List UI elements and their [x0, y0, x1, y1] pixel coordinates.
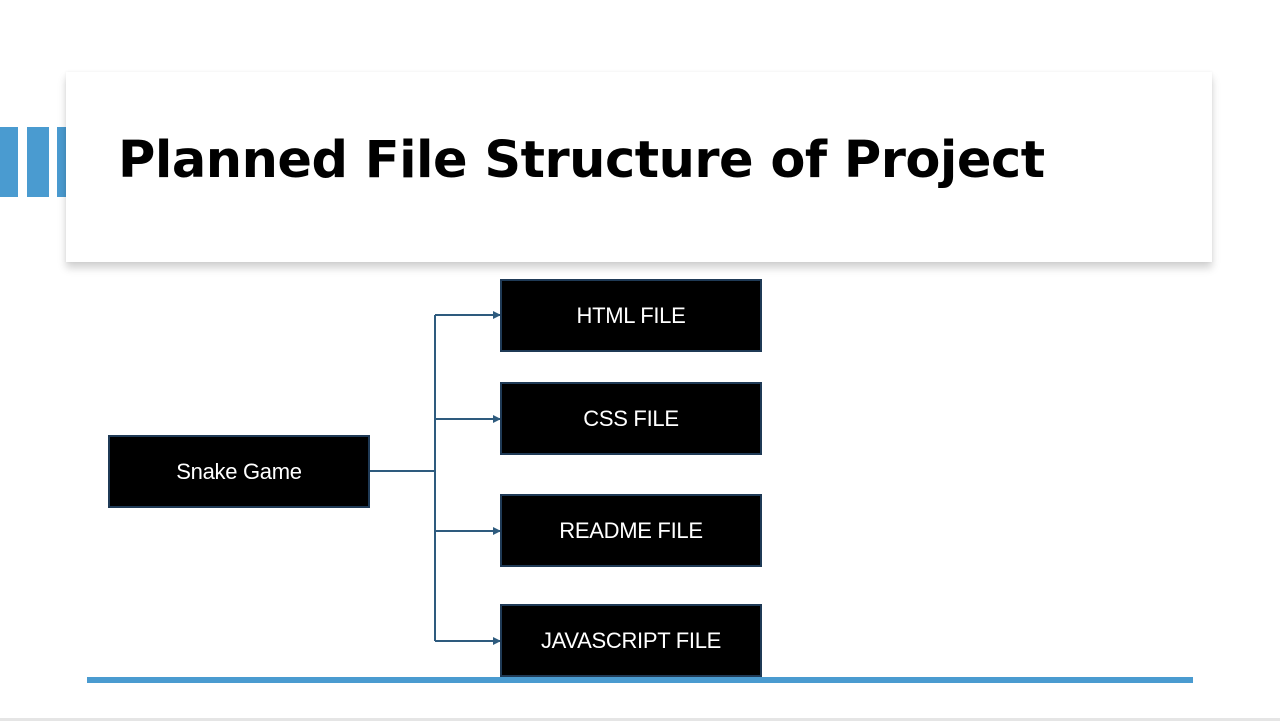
- title-card: [66, 72, 1212, 262]
- accent-bar-3: [57, 127, 66, 197]
- child-node-html-file: HTML FILE: [500, 279, 762, 352]
- bottom-accent-line: [87, 677, 1193, 683]
- frame-edge: [0, 718, 1280, 721]
- child-node-css-file: CSS FILE: [500, 382, 762, 455]
- root-node-snake-game: Snake Game: [108, 435, 370, 508]
- accent-bar-2: [27, 127, 49, 197]
- child-node-javascript-file: JAVASCRIPT FILE: [500, 604, 762, 677]
- slide-title: Planned File Structure of Project: [118, 131, 1045, 190]
- accent-bar-1: [0, 127, 18, 197]
- child-node-readme-file: README FILE: [500, 494, 762, 567]
